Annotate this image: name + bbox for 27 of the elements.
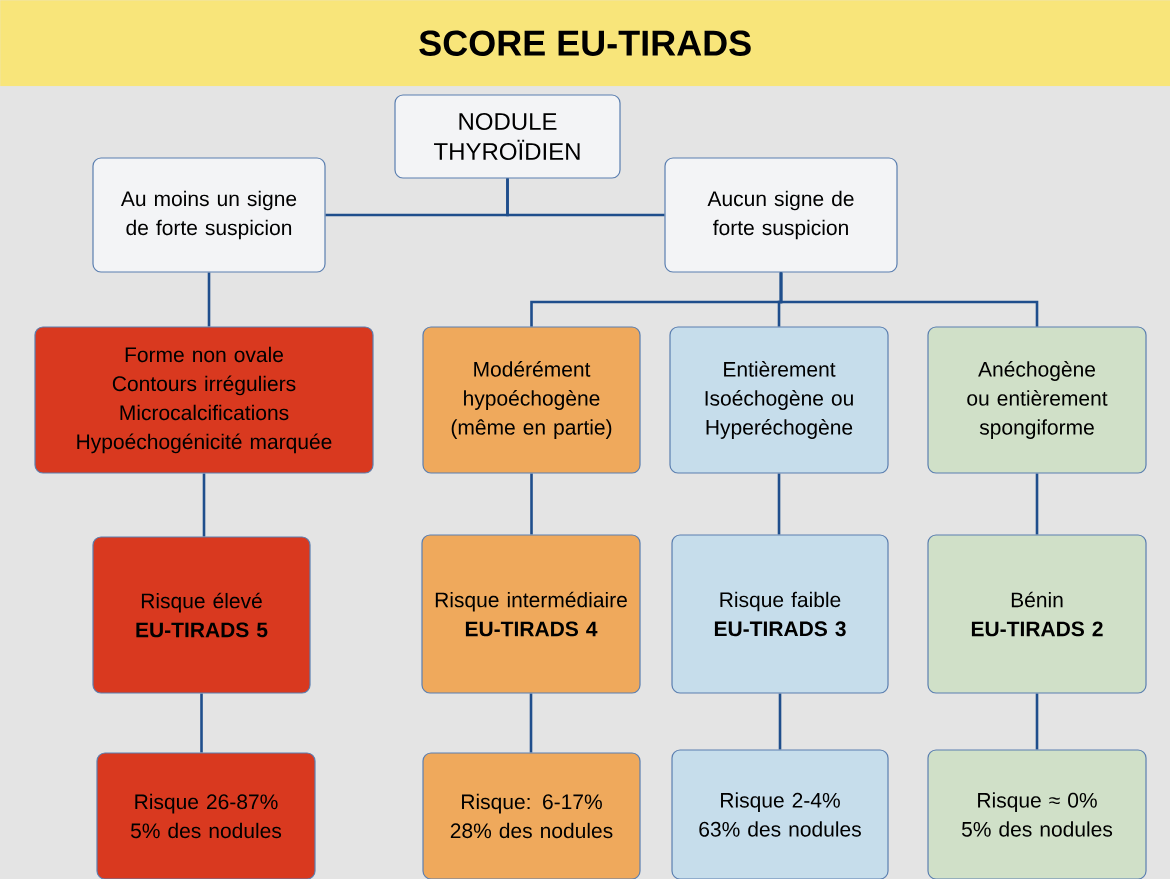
category-box: Risque faible EU-TIRADS 3 [671,534,889,694]
connector-line [529,693,533,753]
title-banner: SCORE EU-TIRADS [0,0,1170,87]
decision-box: Aucun signe de forte suspicion [664,157,898,273]
criteria-box: Modérément hypoéchogène (même en partie) [422,326,641,474]
criteria-box: Entièrement Isoéchogène ou Hyperéchogène [669,326,889,474]
connector-line [202,473,206,537]
start-box: NODULE THYROÏDIEN [394,94,621,179]
connector-line [1035,693,1039,750]
connector-line [1035,473,1039,535]
connector-line [530,473,533,535]
connector-line [779,272,1039,327]
risk-box: Risque 26-87% 5% des nodules [96,752,316,879]
connector-line [777,473,781,535]
decision-box: Au moins un signe de forte suspicion [92,157,326,273]
connector-line [506,178,665,217]
connector-line [207,272,211,327]
criteria-box: Forme non ovale Contours irréguliers Microcalcifications Hypoéchogénicité marquée [34,326,374,474]
risk-box: Risque ≈ 0% 5% des nodules [927,749,1147,879]
criteria-box: Anéchogène ou entièrement spongiforme [927,326,1147,474]
category-box: Risque élevé EU-TIRADS 5 [92,536,311,694]
risk-box: Risque: 6-17% 28% des nodules [422,752,641,879]
connector-line [200,693,203,753]
category-box: Bénin EU-TIRADS 2 [927,534,1147,694]
risk-box: Risque 2-4% 63% des nodules [671,749,889,879]
connector-line [778,693,782,750]
category-box: Risque intermédiaire EU-TIRADS 4 [421,534,641,694]
